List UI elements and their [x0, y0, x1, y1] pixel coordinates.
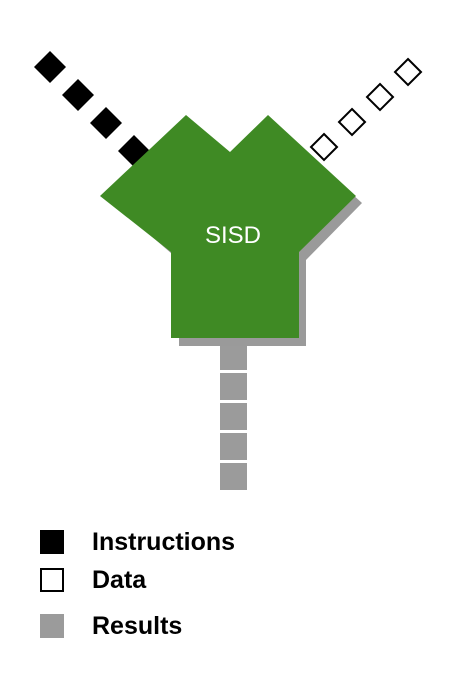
instruction-block [90, 107, 122, 139]
results-stream [220, 343, 247, 490]
legend-label-results: Results [92, 612, 183, 640]
data-block [337, 107, 367, 137]
instruction-stream [34, 51, 150, 167]
instruction-block [34, 51, 66, 83]
result-block [220, 373, 247, 400]
processor: SISD [100, 115, 362, 346]
result-block [220, 403, 247, 430]
data-block [365, 82, 395, 112]
data-stream [309, 57, 423, 162]
result-block [220, 463, 247, 490]
result-block [220, 433, 247, 460]
legend-swatch-instructions [40, 530, 64, 554]
legend-swatch-results [40, 614, 64, 638]
instruction-block [62, 79, 94, 111]
legend-label-instructions: Instructions [92, 528, 236, 556]
legend-label-data: Data [92, 566, 147, 594]
data-block [309, 132, 339, 162]
processor-body [100, 115, 356, 338]
legend-swatch-data [40, 568, 64, 592]
sisd-diagram: SISD [34, 51, 423, 490]
data-block [393, 57, 423, 87]
processor-label: SISD [205, 222, 261, 249]
result-block [220, 343, 247, 370]
